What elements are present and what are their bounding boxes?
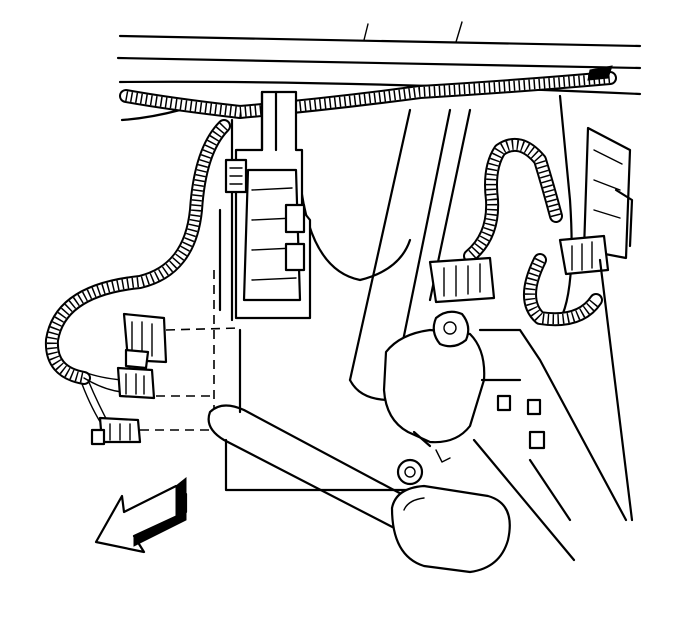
main-wiring-harness [119, 65, 617, 119]
alignment-lines [140, 270, 241, 431]
plug-connector-lower [90, 416, 142, 446]
switch-harness [428, 137, 563, 304]
brake-switch-module [382, 310, 486, 448]
pedal-pad [390, 484, 511, 574]
left-harness-loop [44, 119, 231, 429]
plug-connector-middle [116, 366, 156, 400]
plug-connector-upper [122, 312, 168, 370]
pedal-arm [207, 328, 422, 534]
lower-bracket [396, 258, 634, 562]
right-assembly [523, 94, 634, 327]
direction-arrow-icon [94, 476, 188, 554]
connector-bracket [224, 90, 312, 320]
dash-panel-edge [116, 21, 642, 122]
